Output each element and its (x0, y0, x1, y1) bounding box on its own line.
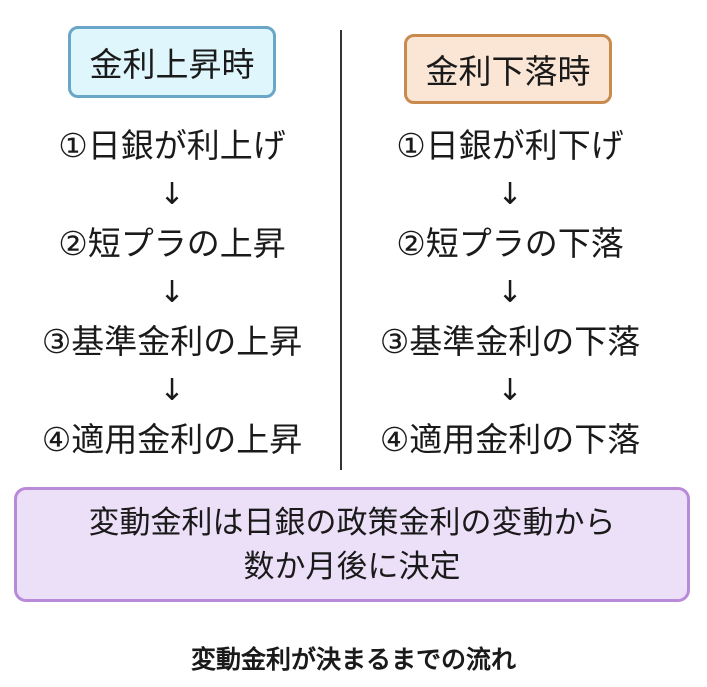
rate-fall-header: 金利下落時 (404, 34, 612, 104)
flow-step: ③基準金利の上昇 (41, 322, 303, 361)
flow-step: ④適用金利の上昇 (41, 420, 303, 459)
rate-rise-header: 金利上昇時 (68, 26, 276, 98)
flow-step: ①日銀が利上げ (58, 126, 286, 165)
down-arrow-icon: ↓ (497, 275, 523, 310)
down-arrow-icon: ↓ (497, 177, 523, 212)
flow-step: ④適用金利の下落 (379, 420, 641, 459)
flow-step: ③基準金利の下落 (379, 322, 641, 361)
down-arrow-icon: ↓ (497, 373, 523, 408)
rate-rise-flow: ①日銀が利上げ ↓ ②短プラの上昇 ↓ ③基準金利の上昇 ↓ ④適用金利の上昇 (2, 120, 342, 466)
note-line-2: 数か月後に決定 (243, 549, 461, 585)
down-arrow-icon: ↓ (159, 373, 185, 408)
down-arrow-icon: ↓ (159, 177, 185, 212)
flow-step: ②短プラの下落 (396, 224, 624, 263)
flow-step: ①日銀が利下げ (396, 126, 624, 165)
rate-fall-flow: ①日銀が利下げ ↓ ②短プラの下落 ↓ ③基準金利の下落 ↓ ④適用金利の下落 (340, 120, 680, 466)
diagram-caption: 変動金利が決まるまでの流れ (190, 645, 516, 674)
note-line-1: 変動金利は日銀の政策金利の変動から (88, 505, 616, 541)
flow-step: ②短プラの上昇 (58, 224, 286, 263)
column-divider (340, 30, 342, 470)
summary-note: 変動金利は日銀の政策金利の変動から 数か月後に決定 (14, 487, 690, 602)
down-arrow-icon: ↓ (159, 275, 185, 310)
